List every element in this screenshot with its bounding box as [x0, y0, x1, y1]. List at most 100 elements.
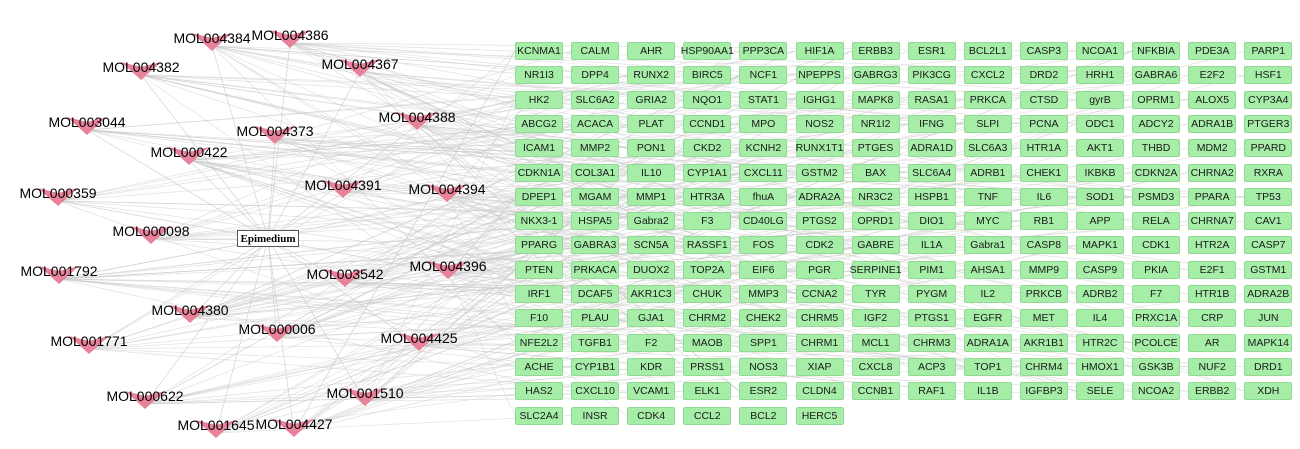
target-node[interactable]: CYP3A4 [1244, 90, 1293, 109]
target-node[interactable]: CHRM1 [795, 333, 844, 352]
target-node[interactable]: TOP1 [963, 357, 1012, 376]
target-node[interactable]: fhuA [739, 187, 788, 206]
target-node[interactable]: IL1A [907, 236, 956, 255]
target-node[interactable]: CHRNA7 [1188, 212, 1237, 231]
target-node[interactable]: OPRM1 [1132, 90, 1181, 109]
target-node[interactable]: DRD2 [1019, 66, 1068, 85]
target-node[interactable]: AKR1C3 [627, 285, 676, 303]
target-node[interactable]: CHRM5 [795, 309, 844, 328]
target-node[interactable]: PTEN [515, 260, 563, 279]
target-node[interactable]: ERBB3 [851, 42, 900, 60]
target-node[interactable]: E2F2 [1188, 66, 1237, 85]
target-node[interactable]: APP [1076, 212, 1124, 231]
target-node[interactable]: ERBB2 [1188, 382, 1237, 401]
target-node[interactable]: PGR [795, 260, 844, 279]
target-node[interactable]: NPEPPS [795, 66, 844, 85]
target-node[interactable]: ALOX5 [1188, 90, 1237, 109]
target-node[interactable]: Gabra2 [627, 212, 676, 231]
molecule-node[interactable]: MOL000006 [238, 321, 316, 337]
molecule-node[interactable]: MOL001792 [20, 263, 98, 279]
target-node[interactable]: INSR [571, 406, 620, 425]
molecule-node[interactable]: MOL004384 [173, 30, 251, 46]
target-node[interactable]: MDM2 [1188, 139, 1237, 158]
target-node[interactable]: KDR [627, 357, 676, 376]
target-node[interactable]: XDH [1244, 382, 1293, 401]
target-node[interactable]: DCAF5 [571, 285, 620, 303]
target-node[interactable]: NR3C2 [851, 187, 900, 206]
target-node[interactable]: BIRC5 [683, 66, 732, 85]
target-node[interactable]: MCL1 [851, 333, 900, 352]
target-node[interactable]: GSTM1 [1244, 260, 1293, 279]
target-node[interactable]: ADRA1B [1188, 114, 1237, 133]
target-node[interactable]: XIAP [795, 357, 844, 376]
target-node[interactable]: GABRG3 [851, 66, 900, 85]
target-node[interactable]: gyrB [1076, 90, 1124, 109]
target-node[interactable]: CLDN4 [795, 382, 844, 401]
target-node[interactable]: BAX [851, 163, 900, 182]
target-node[interactable]: GJA1 [627, 309, 676, 328]
target-node[interactable]: TYR [851, 285, 900, 303]
target-node[interactable]: SPP1 [739, 333, 788, 352]
target-node[interactable]: PRKCB [1019, 285, 1068, 303]
target-node[interactable]: ADRB1 [963, 163, 1012, 182]
target-node[interactable]: NCF1 [739, 66, 788, 85]
target-node[interactable]: IFNG [907, 114, 956, 133]
target-node[interactable]: AHR [627, 42, 676, 60]
target-node[interactable]: CASP9 [1076, 260, 1124, 279]
molecule-node[interactable]: MOL004427 [255, 416, 333, 432]
target-node[interactable]: NFE2L2 [515, 333, 563, 352]
target-node[interactable]: HIF1A [795, 42, 844, 60]
target-node[interactable]: E2F1 [1188, 260, 1237, 279]
target-node[interactable]: CDK1 [1132, 236, 1181, 255]
target-node[interactable]: CTSD [1019, 90, 1068, 109]
target-node[interactable]: HAS2 [515, 382, 563, 401]
molecule-node[interactable]: MOL000359 [19, 185, 97, 201]
target-node[interactable]: SLC6A2 [571, 90, 620, 109]
target-node[interactable]: GRIA2 [627, 90, 676, 109]
target-node[interactable]: PTGES [851, 139, 900, 158]
target-node[interactable]: ACP3 [907, 357, 956, 376]
target-node[interactable]: AR [1188, 333, 1237, 352]
target-node[interactable]: CHRM2 [683, 309, 732, 328]
target-node[interactable]: RASSF1 [683, 236, 732, 255]
target-node[interactable]: CALM [571, 42, 620, 60]
molecule-node[interactable]: MOL004382 [102, 59, 180, 75]
target-node[interactable]: ADRA2B [1244, 285, 1293, 303]
molecule-node[interactable]: MOL001510 [326, 385, 404, 401]
target-node[interactable]: Gabra1 [963, 236, 1012, 255]
target-node[interactable]: KCNMA1 [515, 42, 563, 60]
target-node[interactable]: ADRB2 [1076, 285, 1124, 303]
target-node[interactable]: IGF2 [851, 309, 900, 328]
target-node[interactable]: CCNB1 [851, 382, 900, 401]
herb-node[interactable]: Epimedium [237, 230, 299, 247]
target-node[interactable]: IRF1 [515, 285, 563, 303]
target-node[interactable]: PTGS1 [907, 309, 956, 328]
target-node[interactable]: BCL2L1 [963, 42, 1012, 60]
target-node[interactable]: MET [1019, 309, 1068, 328]
target-node[interactable]: ABCG2 [515, 114, 563, 133]
target-node[interactable]: NQO1 [683, 90, 732, 109]
molecule-node[interactable]: MOL000622 [106, 388, 184, 404]
molecule-node[interactable]: MOL004394 [408, 181, 486, 197]
target-node[interactable]: ESR1 [907, 42, 956, 60]
target-node[interactable]: ADRA1A [963, 333, 1012, 352]
target-node[interactable]: NR1I3 [515, 66, 563, 85]
target-node[interactable]: PRKCA [963, 90, 1012, 109]
target-node[interactable]: PTGS2 [795, 212, 844, 231]
target-node[interactable]: RUNX2 [627, 66, 676, 85]
target-node[interactable]: VCAM1 [627, 382, 676, 401]
target-node[interactable]: MYC [963, 212, 1012, 231]
target-node[interactable]: RASA1 [907, 90, 956, 109]
target-node[interactable]: MMP2 [571, 139, 620, 158]
target-node[interactable]: SCN5A [627, 236, 676, 255]
target-node[interactable]: MMP1 [627, 187, 676, 206]
molecule-node[interactable]: MOL004367 [321, 56, 399, 72]
target-node[interactable]: PIK3CG [907, 66, 956, 85]
target-node[interactable]: IL1B [963, 382, 1012, 401]
target-node[interactable]: ICAM1 [515, 139, 563, 158]
target-node[interactable]: CAV1 [1244, 212, 1293, 231]
target-node[interactable]: SLC2A4 [515, 406, 563, 425]
target-node[interactable]: NOS3 [739, 357, 788, 376]
target-node[interactable]: CHRNA2 [1188, 163, 1237, 182]
molecule-node[interactable]: MOL004380 [151, 302, 229, 318]
